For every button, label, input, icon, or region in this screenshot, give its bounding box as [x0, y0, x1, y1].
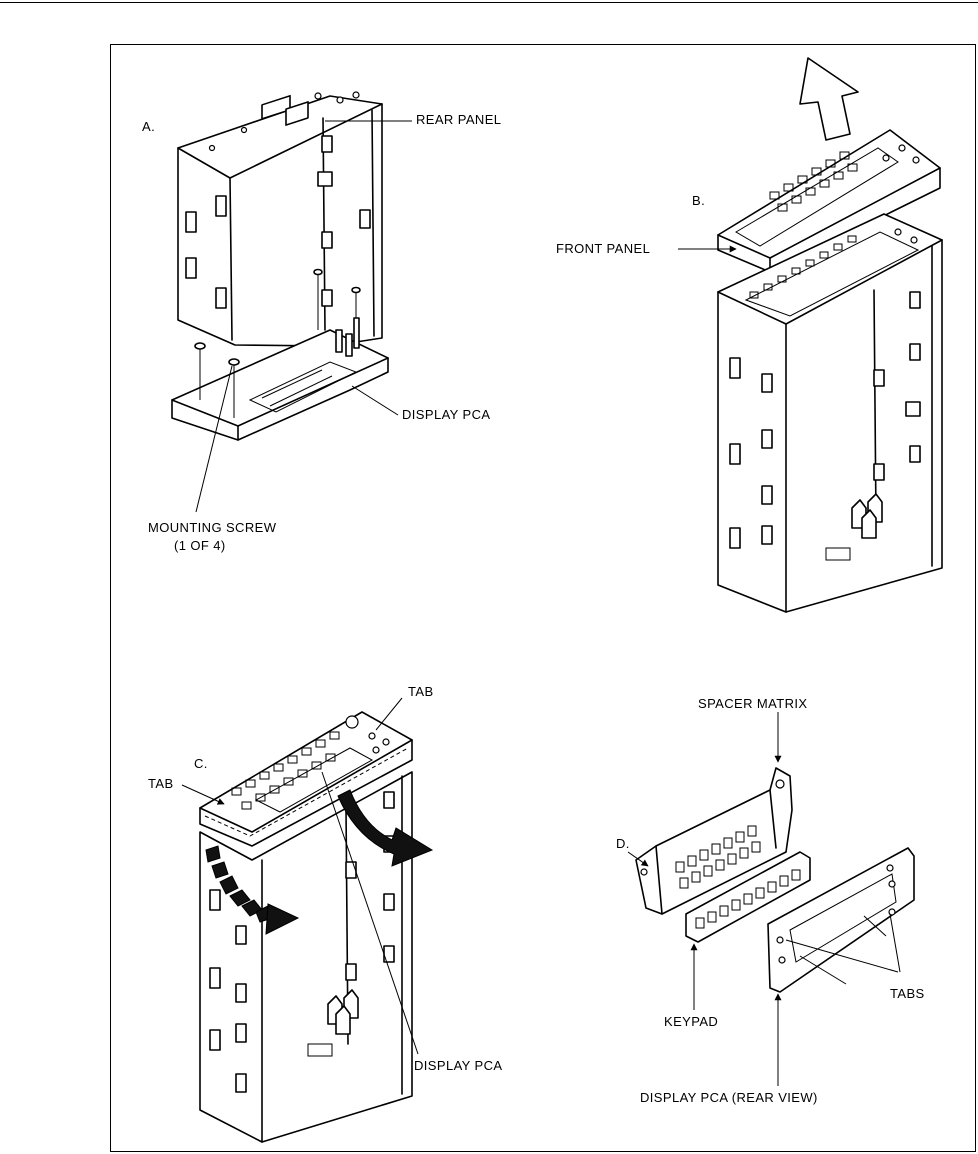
screw-icon: [194, 268, 361, 418]
label-mounting-screw-count: (1 OF 4): [174, 538, 226, 553]
label-display-pca-rear: DISPLAY PCA (REAR VIEW): [640, 1090, 818, 1105]
panel-d-drawing: [627, 712, 915, 1086]
label-mounting-screw: MOUNTING SCREW: [148, 520, 277, 535]
label-tabs: TABS: [890, 986, 925, 1001]
label-rear-panel: REAR PANEL: [416, 112, 501, 127]
up-arrow-icon: [799, 57, 859, 141]
panel-a-drawing: [171, 91, 412, 513]
label-display-pca-c: DISPLAY PCA: [414, 1058, 502, 1073]
label-display-pca-a: DISPLAY PCA: [402, 407, 490, 422]
label-front-panel: FRONT PANEL: [556, 241, 650, 256]
label-tab-left: TAB: [148, 776, 174, 791]
label-spacer-matrix: SPACER MATRIX: [698, 696, 807, 711]
panel-a-letter: A.: [142, 119, 155, 134]
label-tab-top: TAB: [408, 684, 434, 699]
curved-arrow-icon: [337, 789, 434, 867]
label-keypad: KEYPAD: [664, 1014, 718, 1029]
figure-frame: [110, 44, 976, 1152]
panel-b-drawing: [678, 57, 943, 613]
panel-b-letter: B.: [692, 193, 705, 208]
curved-arrow-icon: [205, 845, 300, 935]
page-top-rule: [0, 2, 978, 3]
panel-c-letter: C.: [194, 756, 208, 771]
panel-c-drawing: [181, 697, 434, 1143]
panel-d-letter: D.: [616, 836, 630, 851]
